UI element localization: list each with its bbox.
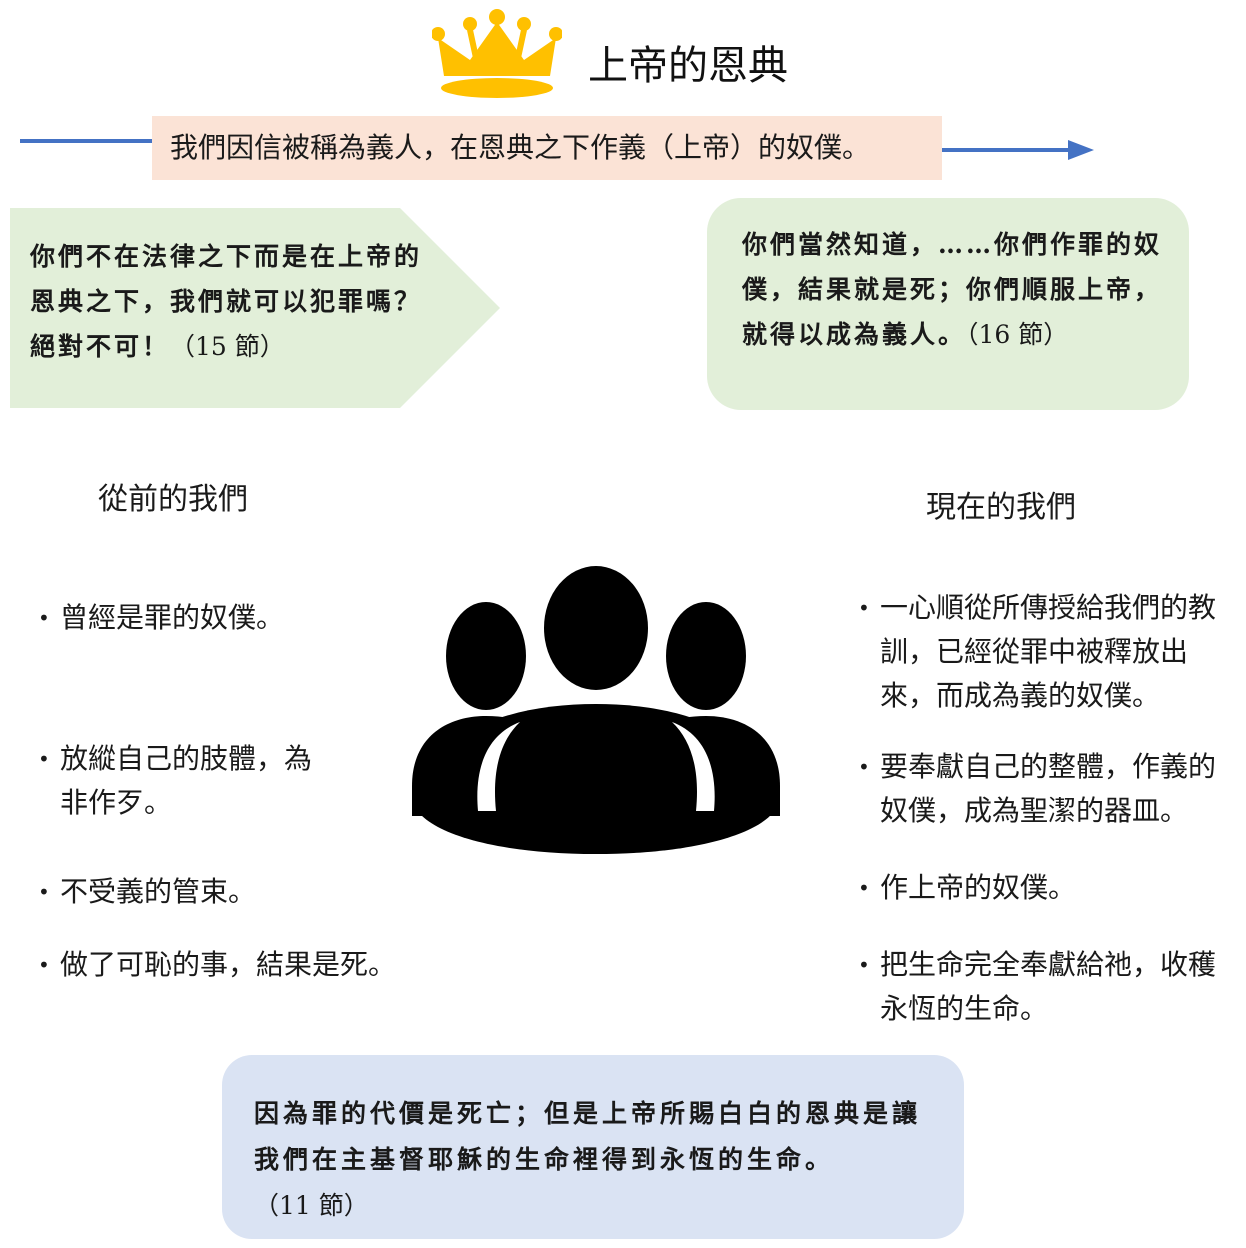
people-group-icon [412,566,780,854]
before-item: • 不受義的管束。 [38,870,418,914]
verse-15-ref: （15 節） [170,332,285,361]
before-item-text: 放縱自己的肢體，為非作歹。 [60,742,313,819]
bullet-dot: • [38,953,50,977]
crown-icon [432,9,562,98]
now-item: • 一心順從所傳授給我們的教訓，已經從罪中被釋放出來，而成為義的奴僕。 [858,586,1243,718]
callout-left-shape [10,208,500,408]
now-item-text: 要奉獻自己的整體，作義的奴僕，成為聖潔的器皿。 [880,750,1217,827]
bullet-dot: • [858,596,870,620]
verse-11-ref: （11 節） [254,1191,369,1220]
before-item-text: 不受義的管束。 [60,875,257,908]
bullet-dot: • [858,755,870,779]
banner-statement: 我們因信被稱為義人，在恩典之下作義（上帝）的奴僕。 [152,116,942,180]
before-item-text: 曾經是罪的奴僕。 [60,601,285,634]
verse-16-ref: （16 節） [966,320,1069,349]
before-item: • 曾經是罪的奴僕。 [38,596,418,640]
callout-bottom-shape [222,1055,964,1239]
bullet-dot: • [38,606,50,630]
verse-16-callout: 你們當然知道，……你們作罪的奴僕，結果就是死；你們順服上帝，就得以成為義人。（1… [742,222,1172,357]
bullet-dot: • [38,747,50,771]
verse-15-callout: 你們不在法律之下而是在上帝的恩典之下，我們就可以犯罪嗎？絕對不可！（15 節） [30,234,430,369]
callout-right-shape [707,198,1189,410]
before-item: • 做了可恥的事，結果是死。 [38,943,458,987]
verse-11-callout: 因為罪的代價是死亡；但是上帝所賜白白的恩典是讓我們在主基督耶穌的生命裡得到永恆的… [254,1091,934,1229]
bullet-dot: • [858,876,870,900]
heading-before: 從前的我們 [98,482,248,517]
banner-line-left [20,139,155,143]
now-item-text: 作上帝的奴僕。 [880,871,1077,904]
bullet-dot: • [858,953,870,977]
bullet-dot: • [38,880,50,904]
now-item: • 要奉獻自己的整體，作義的奴僕，成為聖潔的器皿。 [858,745,1243,833]
arrow-right-icon [942,140,1094,160]
before-item: • 放縱自己的肢體，為非作歹。 [38,737,338,825]
now-item-text: 把生命完全奉獻給祂，收穫永恆的生命。 [880,948,1217,1025]
heading-now: 現在的我們 [926,490,1076,525]
before-item-text: 做了可恥的事，結果是死。 [60,948,397,981]
verse-11-text: 因為罪的代價是死亡；但是上帝所賜白白的恩典是讓我們在主基督耶穌的生命裡得到永恆的… [254,1099,922,1174]
page-title: 上帝的恩典 [588,43,788,89]
now-item: • 作上帝的奴僕。 [858,866,1243,910]
now-item-text: 一心順從所傳授給我們的教訓，已經從罪中被釋放出來，而成為義的奴僕。 [880,591,1217,712]
verse-16-text: 你們當然知道，……你們作罪的奴僕，結果就是死；你們順服上帝，就得以成為義人。 [742,230,1163,349]
verse-15-text: 你們不在法律之下而是在上帝的恩典之下，我們就可以犯罪嗎？絕對不可！ [30,242,423,361]
now-item: • 把生命完全奉獻給祂，收穫永恆的生命。 [858,943,1243,1031]
